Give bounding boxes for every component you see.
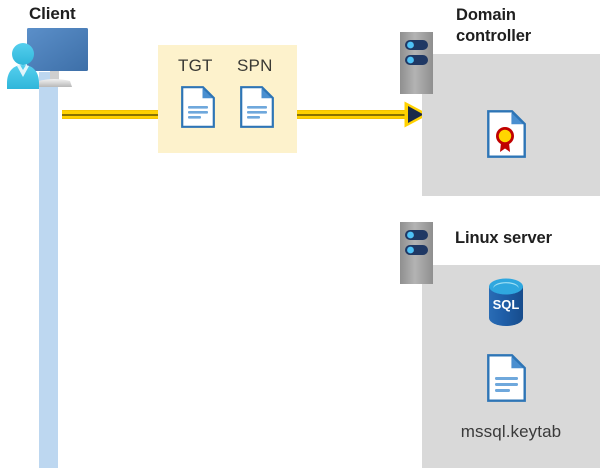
document-icon-tgt [181,86,215,128]
linux-server-title: Linux server [455,229,552,247]
server-tower-icon-linux-server [400,222,433,284]
certificate-document-icon [487,110,526,158]
client-lifeline [39,72,58,468]
request-arrow-head-icon [404,101,430,128]
client-user-monitor-icon [6,27,98,97]
request-arrow-segment-right [297,110,410,119]
server-tower-icon-domain-controller [400,32,433,94]
request-arrow-segment-left [62,110,158,119]
client-title: Client [29,4,76,23]
domain-controller-title: Domain controller [456,6,532,45]
message-label-tgt: TGT [178,56,213,75]
sql-database-icon: SQL [485,278,527,326]
document-icon-spn [240,86,274,128]
keytab-filename-label: mssql.keytab [460,422,562,441]
sql-icon-text: SQL [493,297,520,312]
document-icon-keytab [487,354,526,402]
message-label-spn: SPN [237,56,273,75]
